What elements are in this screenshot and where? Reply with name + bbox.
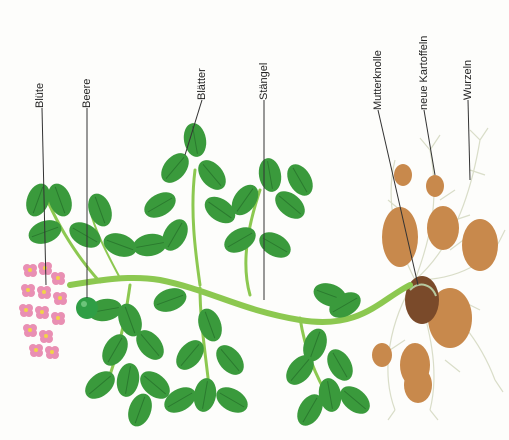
label-blaetter: Blätter xyxy=(196,68,208,100)
flower-cluster xyxy=(19,262,67,359)
label-wurzeln: Wurzeln xyxy=(462,60,474,100)
label-mutterknolle: Mutterknolle xyxy=(372,50,384,110)
label-neue-kartoffeln: neue Kartoffeln xyxy=(418,36,430,110)
label-beere: Beere xyxy=(81,79,93,108)
berry xyxy=(76,297,98,319)
label-staengel: Stängel xyxy=(258,63,270,100)
label-bluete: Blüte xyxy=(34,83,46,108)
